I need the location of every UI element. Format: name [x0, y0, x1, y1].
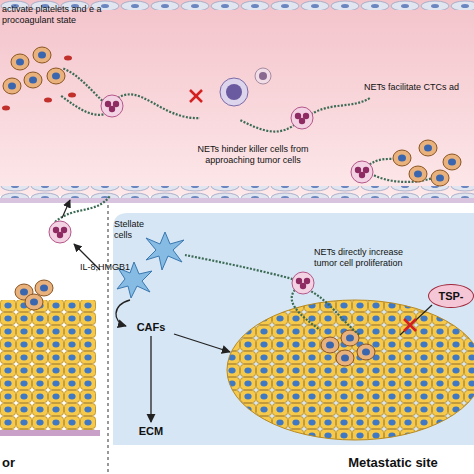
- block-cross: [190, 90, 202, 102]
- note-text: NETs hinder killer cells from approachin…: [178, 144, 328, 165]
- node-text: ECM: [139, 425, 163, 437]
- tumor-cluster-platelets: [2, 47, 76, 111]
- killer-cells: [220, 68, 271, 106]
- transition-arrow: [116, 300, 130, 326]
- neutrophil: [49, 221, 71, 243]
- ctc-cluster: [393, 140, 461, 186]
- flow-arrow: [150, 336, 151, 422]
- neutrophil: [351, 161, 373, 183]
- cell-type-label: CAFs: [130, 318, 172, 336]
- divider: [107, 205, 108, 474]
- block-cross: [404, 319, 416, 331]
- vessel-wall-bottom: [0, 186, 474, 198]
- neutrophil: [291, 107, 313, 129]
- panel-title: Metastatic site: [318, 456, 468, 471]
- mediator-label: IL-8,HMGB1: [80, 262, 140, 273]
- migration-arrow: [62, 200, 70, 218]
- basement-membrane: [0, 430, 100, 436]
- invading-tumor-cells: [15, 280, 53, 310]
- panel-title: or: [2, 456, 32, 471]
- matrix-label: ECM: [130, 422, 172, 440]
- note-text: NETs facilitate CTCs ad: [364, 82, 474, 93]
- tumor-core: [321, 330, 375, 366]
- note-text: activate platelets and e a procoagulant …: [2, 4, 102, 25]
- node-text: CAFs: [137, 321, 166, 333]
- vessel-lumen: [0, 0, 474, 196]
- caf-arrow: [174, 334, 230, 352]
- inhibit-line: [400, 305, 432, 335]
- note-text: NETs directly increase tumor cell prolif…: [314, 247, 414, 268]
- neutrophil: [292, 272, 314, 294]
- metastatic-tumor: [227, 300, 474, 440]
- node-text: TSP-: [438, 290, 463, 302]
- factor-ellipse: TSP-: [428, 284, 474, 308]
- cell-label: Stellate cells: [114, 219, 158, 240]
- primary-tumor-epithelium: [0, 300, 96, 430]
- neutrophil: [101, 95, 123, 117]
- basement-membrane: [0, 198, 474, 203]
